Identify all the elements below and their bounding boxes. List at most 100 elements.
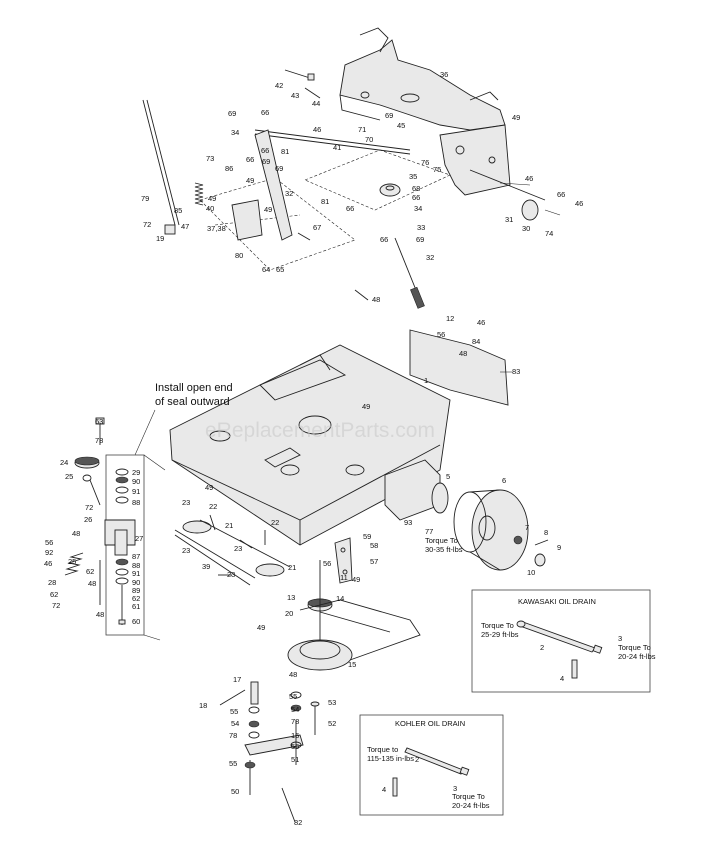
callout-41: 41 [333,143,341,152]
callout-25-b: 25 [68,557,76,566]
callout-11: 11 [340,573,348,582]
callout-54-b: 54 [231,719,239,728]
callout-90-b: 90 [132,578,140,587]
callout-72-c: 72 [52,601,60,610]
callout-65: 65 [276,265,284,274]
spindle-assembly [64,417,166,641]
callout-46-c: 46 [575,199,583,208]
callout-74: 74 [545,229,553,238]
kawasaki-torque-a-line2: 25-29 ft-lbs [481,630,519,639]
callout-21-b: 21 [288,563,296,572]
callout-34-a: 34 [231,128,239,137]
callout-66-g: 66 [557,190,565,199]
callout-37-38: 37,38 [207,224,226,233]
callout-80: 80 [235,251,243,260]
callout-64: 64 [262,265,270,274]
callout-21-a: 21 [225,521,233,530]
callout-66-d: 66 [346,204,354,213]
callout-10: 10 [527,568,535,577]
callout-90-a: 90 [132,477,140,486]
callout-32-a: 32 [285,189,293,198]
callout-70: 70 [365,135,373,144]
kohler-box-title: KOHLER OIL DRAIN [395,719,465,728]
callout-49-c: 49 [208,194,216,203]
watermark: eReplacementParts.com [205,419,435,442]
callout-62-a: 62 [86,567,94,576]
callout-72-b: 72 [85,503,93,512]
callout-40: 40 [206,204,214,213]
callout-42: 42 [275,81,283,90]
callout-93: 93 [404,518,412,527]
callout-58: 58 [370,541,378,550]
callout-46-e: 46 [44,559,52,568]
callout-78-c: 78 [229,731,237,740]
callout-66-c: 66 [246,155,254,164]
callout-86: 86 [225,164,233,173]
callout-26: 26 [84,515,92,524]
kohler-torque-b-line1: Torque To [452,792,485,801]
callout-49-d: 49 [264,205,272,214]
deck-assembly [169,329,549,584]
spindle-callout-labels: 63 78 24 25 29 90 91 88 72 26 48 27 56 9… [44,417,143,626]
callout-76: 76 [421,158,429,167]
callout-48-f: 48 [289,670,297,679]
kawasaki-callout-4: 4 [560,674,564,683]
callout-22-a: 22 [209,502,217,511]
bottom-parts [219,681,320,823]
kawasaki-callout-2: 2 [540,643,544,652]
callout-83: 83 [512,367,520,376]
callout-81-b: 81 [321,197,329,206]
callout-45: 45 [397,121,405,130]
callout-78-b: 78 [291,717,299,726]
callout-71: 71 [358,125,366,134]
callout-87: 87 [132,552,140,561]
callout-12: 12 [446,314,454,323]
callout-39: 39 [202,562,210,571]
callout-48-c: 48 [72,529,80,538]
callout-23-b: 23 [182,546,190,555]
callout-36: 36 [440,70,448,79]
callout-62-c: 62 [132,594,140,603]
deck-callout-labels: 1 83 12 46 56 84 48 49 5 6 49 93 7 8 9 1… [205,314,561,584]
callout-18: 18 [199,701,207,710]
callout-49-b: 49 [246,176,254,185]
callout-35: 35 [409,172,417,181]
callout-14: 14 [336,594,344,603]
callout-59: 59 [363,532,371,541]
kawasaki-oil-drain-box: KAWASAKI OIL DRAIN 2 3 4 Torque To 25-29… [471,589,656,693]
callout-56-a: 56 [437,330,445,339]
callout-67: 67 [313,223,321,232]
callout-49-a: 49 [512,113,520,122]
callout-88-a: 88 [132,498,140,507]
callout-46-b: 46 [525,174,533,183]
callout-55-b: 55 [230,707,238,716]
callout-33: 33 [417,223,425,232]
callout-9: 9 [557,543,561,552]
callout-31: 31 [505,215,513,224]
kawasaki-torque-a-line1: Torque To [481,621,514,630]
callout-54-a: 54 [291,705,299,714]
callout-81-a: 81 [281,147,289,156]
callout-69-d: 69 [385,111,393,120]
callout-48-e: 48 [96,610,104,619]
callout-49-g: 49 [352,575,360,584]
callout-66-a: 66 [261,108,269,117]
callout-60: 60 [132,617,140,626]
callout-62-b: 62 [50,590,58,599]
kohler-oil-drain-box: KOHLER OIL DRAIN 2 3 4 Torque to 115-135… [359,714,504,816]
callout-77: 77 [425,527,433,536]
callout-55-a: 55 [289,692,297,701]
kohler-callout-4: 4 [382,785,386,794]
callout-79: 79 [141,194,149,203]
callout-44: 44 [312,99,320,108]
callout-66-b: 66 [261,146,269,155]
callout-56-b: 56 [323,559,331,568]
callout-75: 75 [433,165,441,174]
callout-53: 53 [328,698,336,707]
callout-82: 82 [294,818,302,827]
callout-34-b: 34 [414,204,422,213]
callout-88-b: 88 [132,561,140,570]
kohler-callout-2: 2 [415,755,419,764]
